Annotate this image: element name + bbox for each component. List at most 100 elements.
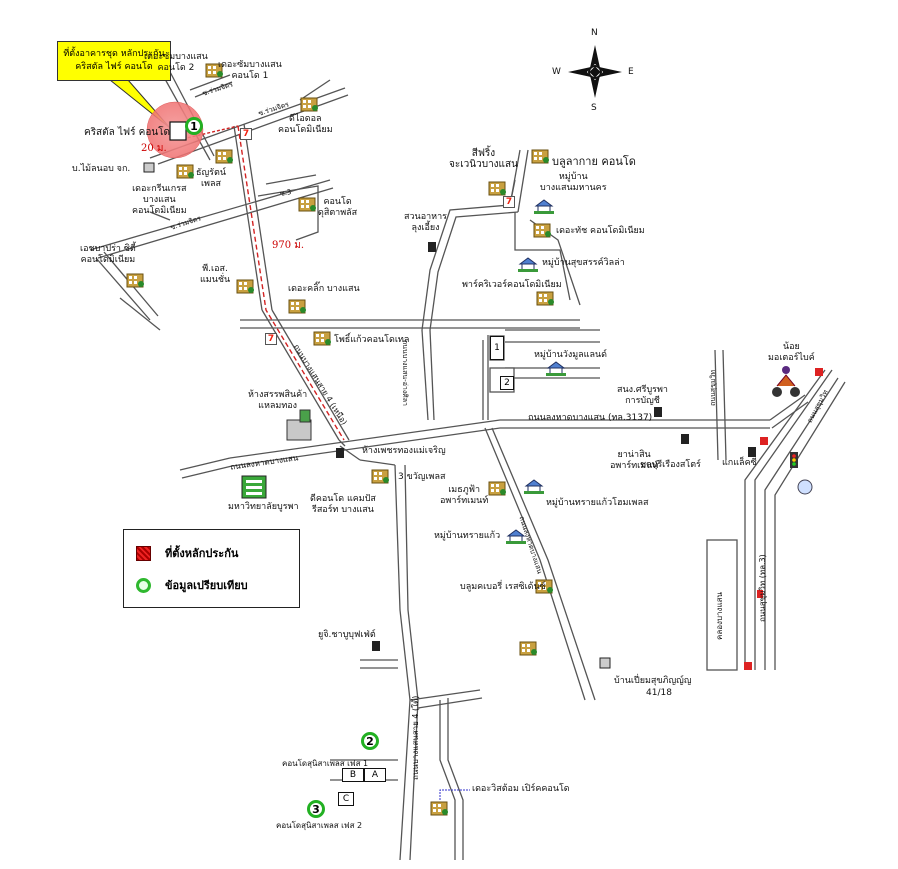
market-building-icon (286, 409, 312, 441)
label-dusita: คอนโด ดุสิตาพลัส (318, 197, 358, 218)
label-saikaew: หมู่บ้านทรายแก้ว (434, 531, 501, 541)
condo-building-icon (313, 331, 331, 346)
village-house-icon (518, 257, 538, 272)
label-bangsaen-village: หมู่บ้าน บางแสนมหานคร (540, 172, 607, 193)
condo-building-icon (126, 273, 144, 288)
village-house-icon (506, 529, 526, 544)
condo-building-icon (536, 291, 554, 306)
label-motorbike: น้อย มอเตอร์ไบค์ (768, 342, 815, 363)
convenience-store-icon: 7 (265, 333, 277, 345)
plot-a: A (364, 768, 386, 782)
label-blue-lagoon: บลูลากาย คอนโด (552, 155, 636, 168)
condo-building-icon (535, 579, 553, 594)
plot-1: 1 (490, 336, 504, 360)
label-seaspring: สีฟริ้ง จะเวนิวบางแสน (449, 148, 518, 170)
label-sriburapha: สนง.ศรีบูรพา การบัญชี (617, 385, 668, 406)
label-prokaew: โพธิ์แก้วคอนโดเทล (334, 335, 410, 345)
label-dcondo: ดีคอนโด แคมปัส รีสอร์ท บางแสน (310, 494, 376, 515)
label-click: เดอะคลิ๊ก บางแสน (288, 284, 360, 294)
condo-building-icon (288, 299, 306, 314)
condo-building-icon (488, 181, 506, 196)
village-house-icon (524, 479, 544, 494)
road-label-east: ถนนสุขุมวิท (709, 369, 717, 406)
label-kwan: 3 ขวัญเพลส (398, 472, 446, 482)
callout-line2: คริสตัล ไฟร์ คอนโด (75, 62, 153, 72)
road-label-sukhumvit-3: ถนนสุขุมวิท (ทล.3) (758, 554, 767, 622)
condo-building-icon (488, 481, 506, 496)
compass-west: W (552, 67, 561, 77)
legend-comparable: ข้อมูลเปรียบเทียบ (136, 576, 248, 594)
comparable-marker-3[interactable]: 3 (307, 800, 325, 818)
motorbike-icon (772, 366, 800, 397)
condo-building-icon (371, 469, 389, 484)
label-phetrat: ห้างเพชรทองแม่เจริญ (362, 446, 446, 456)
condo-building-icon (533, 223, 551, 238)
condo-building-icon (531, 149, 549, 164)
road-label-soi-4: ซ.3 (279, 188, 292, 198)
distance-20m: 20 ม. (141, 143, 167, 154)
distance-970m: 970 ม. (272, 240, 305, 251)
convenience-store-icon: 7 (240, 128, 252, 140)
plot-b: B (342, 768, 364, 782)
road-label-canal: คลองบางแสน (715, 592, 724, 640)
legend-collateral: ที่ตั้งหลักประกัน (136, 544, 238, 562)
condo-building-icon (236, 279, 254, 294)
collateral-swatch-icon (136, 545, 151, 561)
label-yuji: ยูจิ.ชาบูบุฟเฟ่ต์ (318, 630, 376, 640)
label-buu: มหาวิทยาลัยบูรพา (228, 502, 299, 512)
compass-south: S (591, 103, 597, 113)
label-arbu: เอชบาปร่า ซิตี้ คอนโดมิเนียม (80, 244, 136, 265)
label-suksan: หมู่บ้านสุขสรรค์วิลล่า (542, 258, 625, 268)
label-green: เดอะกรีนเกรส บางแสน คอนโดมิเนียม (132, 184, 187, 216)
label-thanrat: ธัญรัตน์ เพลส (196, 168, 226, 189)
label-sunisa-1: คอนโดสุนิสาเพลส เฟส 1 (282, 759, 369, 768)
label-condo2: เดอะซัมบางแสน คอนโด 2 (144, 52, 208, 73)
comparable-marker-1[interactable]: 1 (185, 117, 203, 135)
label-yanasin: ยาน่าสิน อพาร์ทเมนท์ (610, 450, 659, 471)
map-legend: ที่ตั้งหลักประกัน ข้อมูลเปรียบเทียบ (123, 529, 300, 608)
village-house-icon (546, 361, 566, 376)
compass-icon (568, 45, 622, 98)
label-market: ห้างสรรพสินค้า แหลมทอง (248, 390, 308, 411)
label-lung-eang: สวนอาหาร ลุงเอี้ยง (404, 212, 447, 233)
comparable-swatch-icon (136, 577, 151, 593)
university-icon (241, 475, 267, 499)
label-saikaew-home: หมู่บ้านทรายแก้วโฮมเพลส (546, 498, 649, 508)
plot-c: C (338, 792, 354, 806)
label-the-touch: เดอะทัช คอนโดมิเนียม (556, 226, 645, 236)
label-park-river: พาร์คริเวอร์คอนโดมิเนียม (462, 280, 562, 290)
condo-building-icon (298, 197, 316, 212)
label-bmilan: บ.ไม้ลนอบ จก. (72, 164, 131, 174)
label-methphufa: เมธภูฟ้า อพาร์ทเมนท์ (440, 485, 489, 506)
village-house-icon (534, 199, 554, 214)
subject-callout: ที่ตั้งอาคารชุด หลักประกัน คริสตัล ไฟร์ … (57, 41, 171, 81)
condo-building-icon (176, 164, 194, 179)
label-beach-road: ถนนลงหาดบางแสน (ทล.3137) (528, 413, 653, 423)
callout-line1: ที่ตั้งอาคารชุด หลักประกัน (63, 49, 165, 59)
condo-building-icon (215, 149, 233, 164)
label-galaxy: แกแล็คซี (722, 458, 757, 468)
label-ideal: ดีไอดอล คอนโดมิเนียม (278, 114, 333, 135)
label-ps: พี.เอส. แมนชั่น (200, 264, 231, 285)
label-condo1: เดอะซัมบางแสน คอนโด 1 (218, 60, 282, 81)
road-label-south: ถนนบางแสนสาย 4 (ใต้) (411, 695, 420, 780)
label-wangmoon: หมู่บ้านวังมูลแลนด์ (534, 350, 607, 360)
condo-building-icon (205, 63, 223, 78)
label-addr: 41/18 (646, 688, 672, 698)
condo-building-icon (300, 97, 318, 112)
convenience-store-icon: 7 (503, 196, 515, 208)
road-label-mid: ถนนบางแสน-อ่างศิลา (401, 340, 409, 406)
compass-east: E (628, 67, 634, 77)
label-wisdom: เดอะวิสต้อม เปิร์คคอนโด (472, 784, 570, 794)
label-bloomsbury: บลูมคเบอรี่ เรสซิเด้นซ์ (460, 582, 546, 592)
condo-building-icon (519, 641, 537, 656)
label-crystal: คริสตัล ไฟร์ คอนโด (84, 127, 171, 138)
label-piamsuk: บ้านเปี่ยมสุขภิญญ์ญ (614, 676, 692, 686)
plot-2: 2 (500, 376, 514, 390)
label-sunisa-2: คอนโดสุนิสาเพลส เฟส 2 (276, 821, 363, 830)
comparable-marker-2[interactable]: 2 (361, 732, 379, 750)
label-chonburi-store: ชลบุรีเรืองสโตร์ (640, 460, 701, 470)
compass-north: N (591, 28, 598, 38)
